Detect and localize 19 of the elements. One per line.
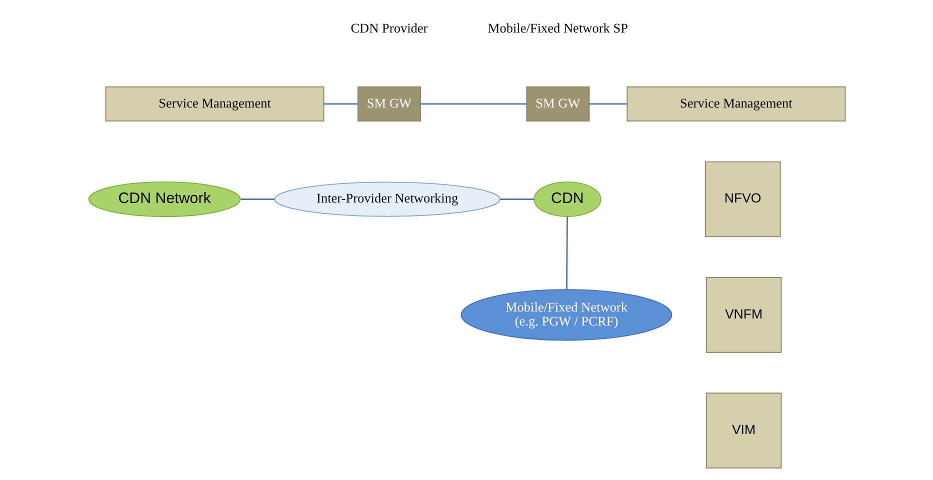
node-ellipse: Mobile/Fixed Network (e.g. PGW / PCRF) [460, 289, 672, 341]
node-box: Service Management [626, 86, 846, 122]
node-box: NFVO [704, 161, 780, 238]
node-box: Service Management [104, 86, 324, 122]
connector [240, 198, 274, 200]
connector [420, 103, 526, 105]
node-box: VNFM [705, 276, 782, 353]
connector [566, 216, 568, 290]
node-ellipse: CDN Network [88, 181, 240, 218]
node-ellipse: Inter-Provider Networking [274, 182, 500, 217]
label: Mobile/Fixed Network SP [487, 20, 628, 36]
node-box: SM GW [526, 86, 590, 122]
label: CDN Provider [350, 20, 428, 36]
connector [500, 198, 534, 200]
connector [588, 103, 627, 105]
node-ellipse: CDN [533, 181, 601, 218]
node-box: SM GW [356, 86, 420, 122]
connector [323, 103, 358, 105]
node-box: VIM [705, 392, 782, 468]
